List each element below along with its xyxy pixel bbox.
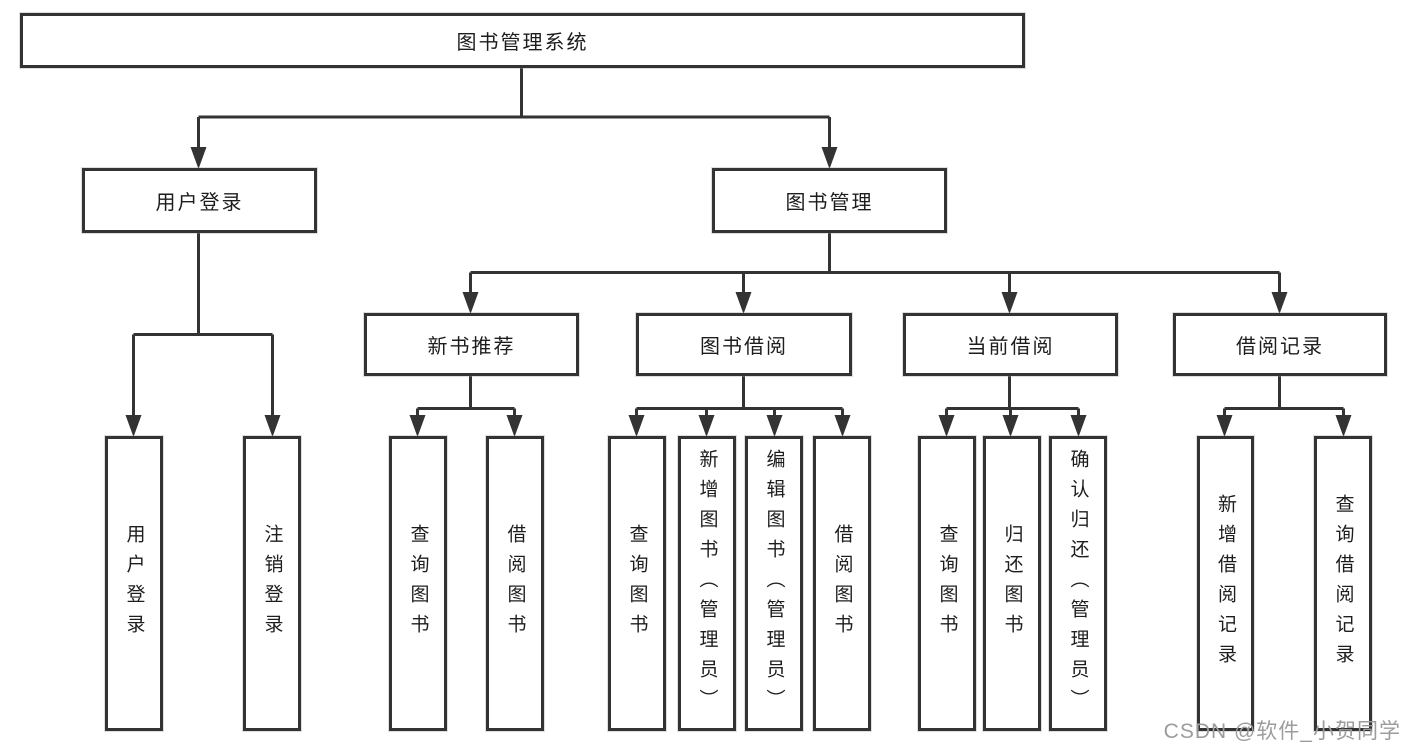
leaf-add-book-admin: 新增图书（管理员） bbox=[678, 436, 736, 731]
leaf-add-borrow-record: 新增借阅记录 bbox=[1197, 436, 1254, 731]
leaf-user-login: 用户登录 bbox=[105, 436, 163, 731]
node-new-book-recommend: 新书推荐 bbox=[364, 313, 579, 376]
csdn-watermark: CSDN @软件_小贺同学 bbox=[1163, 720, 1401, 743]
leaf-query-books-borrow: 查询图书 bbox=[608, 436, 666, 731]
leaf-query-books-current: 查询图书 bbox=[918, 436, 976, 731]
node-book-management: 图书管理 bbox=[712, 168, 947, 233]
leaf-edit-book-admin: 编辑图书（管理员） bbox=[745, 436, 803, 731]
node-book-borrow: 图书借阅 bbox=[636, 313, 852, 376]
node-current-borrow: 当前借阅 bbox=[903, 313, 1118, 376]
node-root: 图书管理系统 bbox=[20, 13, 1025, 68]
node-borrow-records: 借阅记录 bbox=[1173, 313, 1387, 376]
leaf-query-borrow-record: 查询借阅记录 bbox=[1314, 436, 1372, 731]
leaf-return-book: 归还图书 bbox=[983, 436, 1041, 731]
leaf-borrow-books: 借阅图书 bbox=[813, 436, 871, 731]
leaf-confirm-return-admin: 确认归还（管理员） bbox=[1049, 436, 1107, 731]
leaf-logout: 注销登录 bbox=[243, 436, 301, 731]
leaf-borrow-books-recommend: 借阅图书 bbox=[486, 436, 544, 731]
leaf-query-books-recommend: 查询图书 bbox=[389, 436, 447, 731]
node-user-login: 用户登录 bbox=[82, 168, 317, 233]
